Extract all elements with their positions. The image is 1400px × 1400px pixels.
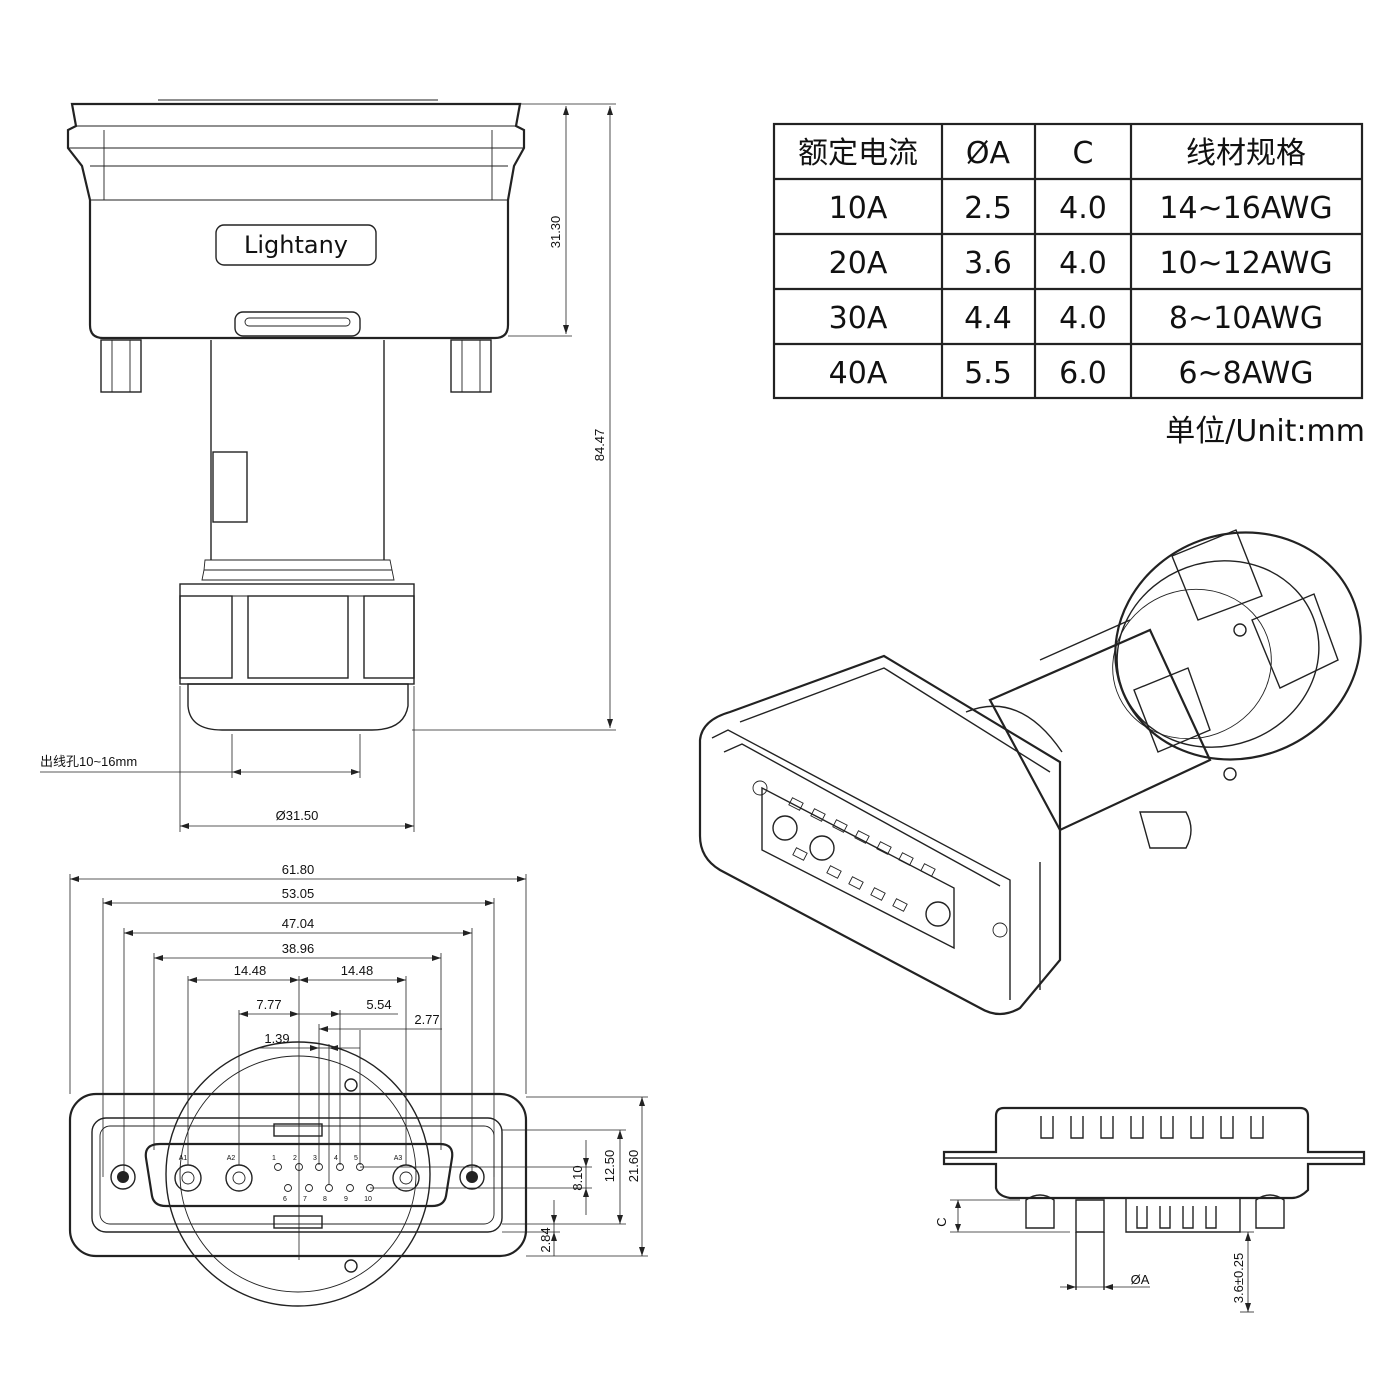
table-cell: 4.0: [1059, 301, 1107, 336]
table-header-phi-a: ØA: [966, 136, 1011, 171]
dim-5-54: 5.54: [366, 997, 391, 1012]
dim-12-50: 12.50: [602, 1150, 617, 1183]
table-cell: 40A: [829, 356, 888, 391]
table-cell: 4.4: [964, 301, 1012, 336]
front-view-dimensions: 61.80 53.05 47.04 38.96 14.48 14.48 7.77…: [69, 862, 648, 1260]
dim-height-total: 84.47: [592, 429, 607, 462]
table-cell: 8~10AWG: [1169, 301, 1323, 336]
pin-label: 9: [344, 1196, 348, 1203]
table-cell: 4.0: [1059, 191, 1107, 226]
table-cell: 3.6: [964, 246, 1012, 281]
dim-38-96: 38.96: [282, 941, 315, 956]
side-view-dimensions: 31.30 84.47 出线孔10~16mm Ø31.50: [40, 103, 616, 832]
table-cell: 14~16AWG: [1159, 191, 1332, 226]
pin-label-a2: A2: [227, 1155, 236, 1162]
dim-c: C: [934, 1217, 949, 1226]
dim-2-77: 2.77: [414, 1012, 439, 1027]
dim-8-10: 8.10: [570, 1165, 585, 1190]
profile-view: C ØA 3.6±0.25: [934, 1106, 1366, 1313]
table-cell: 2.5: [964, 191, 1012, 226]
pin-label: 7: [303, 1196, 307, 1203]
unit-label: 单位/Unit:mm: [1165, 414, 1365, 449]
table-cell: 10A: [829, 191, 888, 226]
pin-label: 6: [283, 1196, 287, 1203]
dim-14-48-left: 14.48: [234, 963, 267, 978]
dim-21-60: 21.60: [626, 1150, 641, 1183]
table-cell: 4.0: [1059, 246, 1107, 281]
pin-label: 2: [293, 1155, 297, 1162]
pin-label: 10: [364, 1196, 372, 1203]
table-cell: 6~8AWG: [1178, 356, 1313, 391]
isometric-view: [698, 529, 1362, 1016]
dim-2-84: 2.84: [538, 1227, 553, 1252]
table-cell: 5.5: [964, 356, 1012, 391]
dim-14-48-right: 14.48: [341, 963, 374, 978]
dim-height-top: 31.30: [548, 216, 563, 249]
pin-label: 3: [313, 1155, 317, 1162]
dim-phi-a: ØA: [1131, 1272, 1150, 1287]
pin-label: 8: [323, 1196, 327, 1203]
dim-61-80: 61.80: [282, 862, 315, 877]
dim-outlet-label: 出线孔10~16mm: [40, 754, 137, 769]
side-view: Lightany: [66, 99, 526, 731]
front-view: A1 A2 A3 1 2 3 4 5 6 7 8 9 10: [68, 1041, 528, 1307]
dim-pin-length: 3.6±0.25: [1231, 1253, 1246, 1304]
dim-7-77: 7.77: [256, 997, 281, 1012]
dim-47-04: 47.04: [282, 916, 315, 931]
table-header-wire: 线材规格: [1186, 136, 1306, 171]
dim-1-39: 1.39: [264, 1031, 289, 1046]
pin-label: 5: [354, 1155, 358, 1162]
table-cell: 30A: [829, 301, 888, 336]
logo-badge: [215, 224, 377, 266]
table-cell: 20A: [829, 246, 888, 281]
pin-label: 4: [334, 1155, 338, 1162]
brand-logo: Lightany: [244, 231, 348, 259]
spec-table: 额定电流 ØA C 线材规格 10A 2.5 4.0 14~16AWG 20A …: [772, 122, 1364, 400]
dim-diameter: Ø31.50: [276, 808, 319, 823]
pin-label-a1: A1: [179, 1155, 188, 1162]
dim-53-05: 53.05: [282, 886, 315, 901]
pin-label: 1: [272, 1155, 276, 1162]
table-header-c: C: [1073, 136, 1094, 171]
table-header-current: 额定电流: [798, 136, 918, 171]
pin-label-a3: A3: [394, 1155, 403, 1162]
table-cell: 6.0: [1059, 356, 1107, 391]
table-cell: 10~12AWG: [1159, 246, 1332, 281]
